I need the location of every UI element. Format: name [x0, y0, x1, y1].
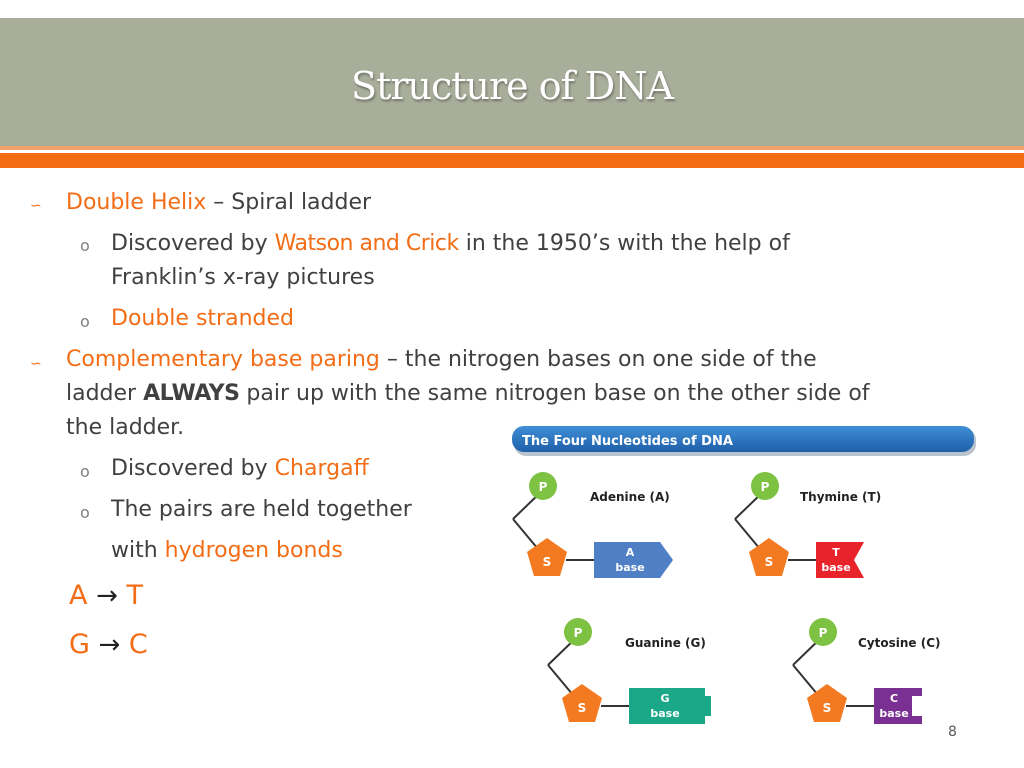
- base-letter: T: [832, 546, 840, 559]
- sugar-pentagon: [749, 538, 789, 576]
- base-word: base: [879, 707, 908, 720]
- term-complementary: Complementary base paring: [66, 347, 380, 372]
- phosphate-circle: [809, 618, 837, 646]
- sub-bullet-chargaff: Discovered by Chargaff: [111, 452, 369, 486]
- sugar-label: S: [765, 555, 774, 569]
- nucleotide-name: Thymine (T): [800, 490, 881, 504]
- bullet-text: Discovered by: [111, 456, 275, 481]
- pair-left: A: [69, 580, 88, 611]
- term-hydrogen-bonds: hydrogen bonds: [164, 538, 343, 563]
- bullet-double-helix: Double Helix – Spiral ladder: [66, 186, 371, 220]
- nucleotide-thymine: P S T base Thymine (T): [734, 472, 881, 578]
- term-double-helix: Double Helix: [66, 190, 207, 215]
- infinity-flourish-icon: ∽: [30, 198, 42, 214]
- bullet-text: Discovered by: [111, 231, 275, 256]
- base-letter: C: [890, 692, 898, 705]
- arrow-right-icon: →: [98, 630, 121, 660]
- adenine-base-shape: [594, 542, 673, 578]
- phosphate-label: P: [761, 480, 770, 494]
- bullet-text: – the nitrogen bases on one side of the: [379, 347, 817, 372]
- base-word: base: [650, 707, 679, 720]
- sub-bullet-discovered: Discovered by Watson and Crick in the 19…: [111, 227, 790, 261]
- nucleotide-guanine: P S G base Guanine (G): [547, 618, 711, 724]
- phosphate-label: P: [539, 480, 548, 494]
- sugar-label: S: [543, 555, 552, 569]
- term-watson-crick: Watson and Crick: [274, 231, 460, 256]
- thymine-base-shape: [816, 542, 864, 578]
- title-bar: [0, 18, 1024, 146]
- nucleotide-name: Adenine (A): [590, 490, 670, 504]
- sugar-pentagon: [527, 538, 567, 576]
- circle-bullet-icon: o: [80, 462, 90, 481]
- circle-bullet-icon: o: [80, 312, 90, 331]
- sub-bullet-discovered-line2: Franklin’s x-ray pictures: [111, 265, 375, 290]
- bullet-complementary: Complementary base paring – the nitrogen…: [66, 343, 817, 377]
- bullet-text: in the 1950’s with the help of: [458, 231, 790, 256]
- nucleotide-adenine: P S A base Adenine (A): [512, 472, 673, 578]
- pair-right: T: [126, 580, 143, 611]
- phosphate-label: P: [819, 626, 828, 640]
- cytosine-base-shape: [874, 688, 922, 724]
- sugar-label: S: [578, 701, 587, 715]
- nucleotide-name: Guanine (G): [625, 636, 706, 650]
- base-word: base: [615, 561, 644, 574]
- bullet-text: ladder: [66, 381, 144, 406]
- pair-right: C: [128, 629, 148, 660]
- term-always: ALWAYS: [143, 381, 240, 406]
- bullet-text: – Spiral ladder: [206, 190, 372, 215]
- base-letter: A: [626, 546, 635, 559]
- pair-g-c: G → C: [69, 629, 148, 660]
- circle-bullet-icon: o: [80, 503, 90, 522]
- sub-bullet-double-stranded: Double stranded: [111, 306, 294, 331]
- base-letter: G: [660, 692, 669, 705]
- phosphate-circle: [529, 472, 557, 500]
- phosphate-circle: [564, 618, 592, 646]
- base-word: base: [821, 561, 850, 574]
- sugar-pentagon: [807, 684, 847, 722]
- accent-stripe-thin: [0, 146, 1024, 150]
- slide-title: Structure of DNA: [351, 64, 674, 108]
- bullet-complementary-line3: the ladder.: [66, 415, 185, 440]
- bullet-complementary-line2: ladder ALWAYS pair up with the same nitr…: [66, 377, 870, 411]
- bullet-text: pair up with the same nitrogen base on t…: [239, 381, 870, 406]
- arrow-right-icon: →: [96, 581, 118, 611]
- pair-left: G: [69, 629, 90, 660]
- phosphate-label: P: [574, 626, 583, 640]
- guanine-base-shape: [629, 688, 711, 724]
- bullet-text: with: [111, 538, 165, 563]
- banner: [512, 426, 974, 452]
- infinity-flourish-icon: ∽: [30, 356, 42, 372]
- sub-bullet-hydrogen: The pairs are held together: [111, 497, 412, 522]
- circle-bullet-icon: o: [80, 236, 90, 255]
- nucleotides-figure: The Four Nucleotides of DNA P S A base A…: [512, 426, 976, 724]
- page-number: 8: [948, 724, 957, 740]
- term-chargaff: Chargaff: [274, 456, 369, 481]
- phosphate-circle: [751, 472, 779, 500]
- accent-stripe: [0, 153, 1024, 168]
- pair-a-t: A → T: [69, 580, 143, 611]
- sub-bullet-hydrogen-line2: with hydrogen bonds: [111, 534, 343, 568]
- sugar-label: S: [823, 701, 832, 715]
- sugar-pentagon: [562, 684, 602, 722]
- nucleotide-cytosine: P S C base Cytosine (C): [792, 618, 941, 724]
- figure-title: The Four Nucleotides of DNA: [522, 434, 733, 449]
- nucleotide-name: Cytosine (C): [858, 636, 941, 650]
